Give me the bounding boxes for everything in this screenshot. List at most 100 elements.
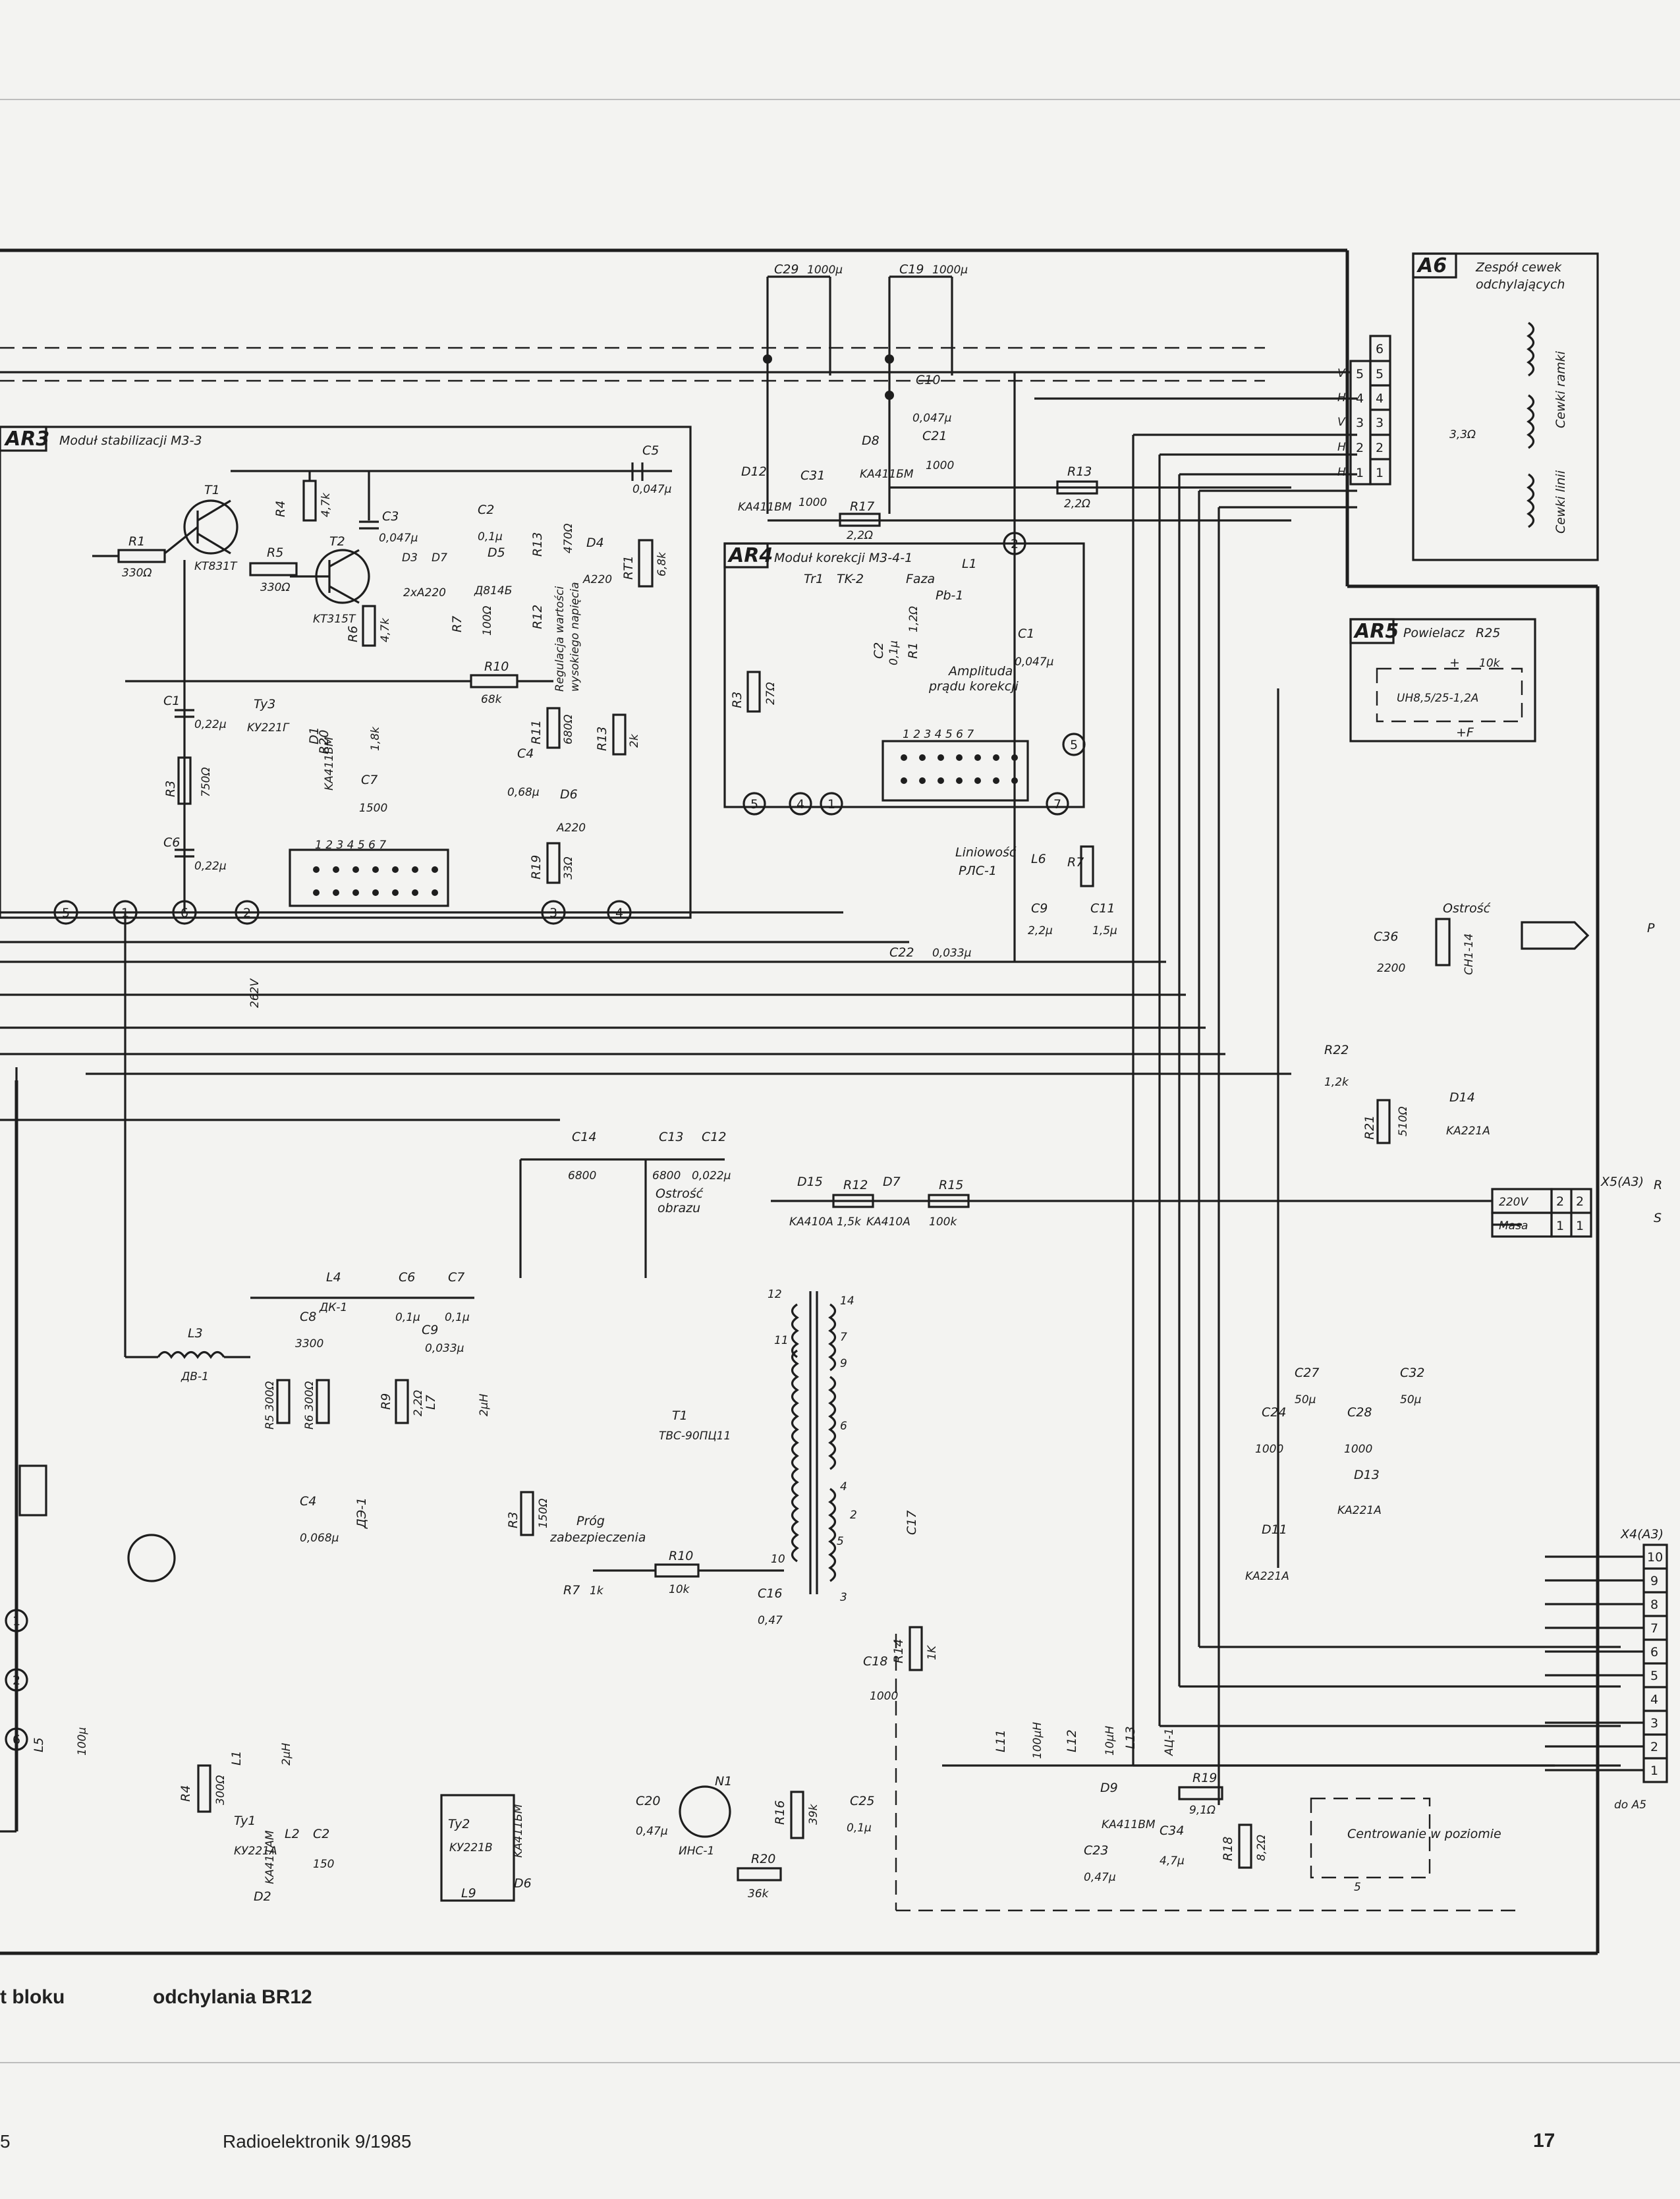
svg-text:150: 150 [313,1858,334,1871]
svg-text:D7: D7 [883,1175,901,1189]
svg-text:2: 2 [1011,537,1019,551]
svg-text:L9: L9 [461,1886,476,1901]
svg-text:5: 5 [750,797,758,812]
svg-text:4: 4 [1650,1692,1658,1707]
ar3-tag: AR3 [4,428,49,451]
label-regulacja-2: wysokiego napięcia [569,582,582,692]
svg-text:D2: D2 [254,1889,271,1904]
svg-text:0,22μ: 0,22μ [194,718,227,731]
svg-text:5: 5 [1376,367,1384,381]
svg-text:C20: C20 [636,1794,660,1808]
svg-text:C6: C6 [163,835,180,850]
ring-terminal [127,1534,176,1582]
svg-text:1: 1 [1650,1764,1658,1778]
svg-text:R7: R7 [450,616,464,632]
svg-text:4: 4 [797,797,804,812]
ar3-connector [289,849,449,907]
svg-text:S: S [1654,1211,1662,1225]
svg-text:R6 300Ω: R6 300Ω [303,1381,316,1430]
svg-text:KA411AM: KA411AM [264,1830,277,1884]
svg-text:1500: 1500 [359,802,387,815]
svg-text:1 2 3 4 5 6 7: 1 2 3 4 5 6 7 [315,839,386,852]
svg-text:R3: R3 [730,692,744,708]
label-t1: T1 [672,1408,688,1423]
svg-text:R13: R13 [595,727,609,751]
svg-text:R25: R25 [1476,626,1500,640]
label-ostrosc: Ostrość [1443,901,1492,916]
a6-tag: A6 [1416,254,1447,277]
svg-text:C9: C9 [1031,901,1048,916]
svg-text:C11: C11 [1090,901,1115,916]
svg-text:2200: 2200 [1377,962,1405,975]
svg-text:1,2Ω: 1,2Ω [907,606,920,632]
svg-text:2: 2 [1376,441,1384,455]
diode-row: D15 KA410A R12 1,5k D7 KA410A R15 100k [771,1175,970,1229]
svg-text:R13: R13 [1067,464,1092,479]
label-262v: 262V [248,978,262,1008]
svg-text:D11: D11 [1262,1522,1287,1537]
transformer-t1: T1 ТВС-90ПЦ11 12 11 14 7 9 6 4 2 5 3 10 [659,1288,857,1604]
svg-text:R13: R13 [530,532,545,557]
svg-text:+: + [1449,655,1460,670]
svg-text:L2: L2 [285,1827,300,1841]
svg-text:KA411BM: KA411BM [738,501,792,514]
svg-text:V: V [1337,367,1346,380]
svg-text:L1: L1 [229,1750,244,1766]
svg-text:C32: C32 [1400,1366,1424,1380]
svg-text:470Ω: 470Ω [562,524,575,553]
svg-text:KA221A: KA221A [1245,1570,1289,1583]
svg-text:KA221A: KA221A [1446,1125,1490,1138]
svg-text:D15: D15 [797,1175,823,1189]
svg-text:TK-2: TK-2 [837,572,864,586]
svg-text:4: 4 [1376,391,1384,406]
svg-text:510Ω: 510Ω [1397,1107,1410,1136]
svg-text:C31: C31 [800,468,825,483]
svg-text:3: 3 [1650,1716,1658,1731]
svg-text:C12: C12 [702,1130,726,1144]
svg-text:H: H [1337,441,1346,454]
label-faza: Faza [906,572,935,586]
svg-text:RT1: RT1 [621,555,636,580]
svg-text:R9: R9 [379,1393,393,1410]
svg-text:L13: L13 [1123,1726,1138,1749]
svg-text:C19: C19 [899,262,924,277]
a6-title-2: odchylających [1476,277,1565,292]
svg-text:3: 3 [840,1591,847,1604]
svg-text:2,2Ω: 2,2Ω [847,529,873,542]
svg-text:KA410A: KA410A [789,1215,833,1229]
svg-text:A220: A220 [556,821,586,835]
svg-text:680Ω: 680Ω [562,715,575,744]
label-amplituda-2: prądu korekcji [928,679,1019,694]
svg-text:33Ω: 33Ω [562,856,575,879]
svg-text:C1: C1 [1018,626,1034,641]
svg-text:8,2Ω: 8,2Ω [1255,1835,1268,1861]
svg-text:6800: 6800 [568,1169,596,1183]
svg-text:1: 1 [827,797,835,812]
svg-text:D6: D6 [514,1876,532,1891]
svg-text:9,1Ω: 9,1Ω [1189,1804,1216,1817]
svg-text:1 2 3 4 5 6 7: 1 2 3 4 5 6 7 [903,728,974,741]
svg-text:D6: D6 [560,787,578,802]
label-liniowosc-2: PЛC-1 [959,864,997,878]
svg-text:C17: C17 [905,1511,919,1535]
svg-text:D13: D13 [1354,1468,1380,1482]
label-prog-2: zabezpieczenia [549,1530,646,1545]
svg-text:4: 4 [840,1480,847,1493]
svg-text:T1: T1 [204,483,220,497]
label-do-a5: do A5 [1614,1798,1646,1812]
svg-text:D9: D9 [1100,1781,1118,1795]
svg-text:T2: T2 [329,534,345,549]
svg-text:2: 2 [1650,1740,1658,1754]
svg-text:100Ω: 100Ω [481,606,494,636]
svg-text:R1: R1 [128,534,145,549]
svg-text:27Ω: 27Ω [764,682,777,705]
svg-text:R7: R7 [1067,855,1084,870]
svg-text:2,2Ω: 2,2Ω [1064,497,1090,511]
svg-text:Ty3: Ty3 [254,697,275,711]
svg-text:R14: R14 [891,1639,906,1663]
svg-text:1000: 1000 [1255,1443,1283,1456]
svg-text:ДК-1: ДК-1 [319,1301,347,1314]
svg-text:3: 3 [1356,416,1364,430]
svg-text:10k: 10k [1479,657,1501,670]
svg-text:R12: R12 [530,605,545,629]
